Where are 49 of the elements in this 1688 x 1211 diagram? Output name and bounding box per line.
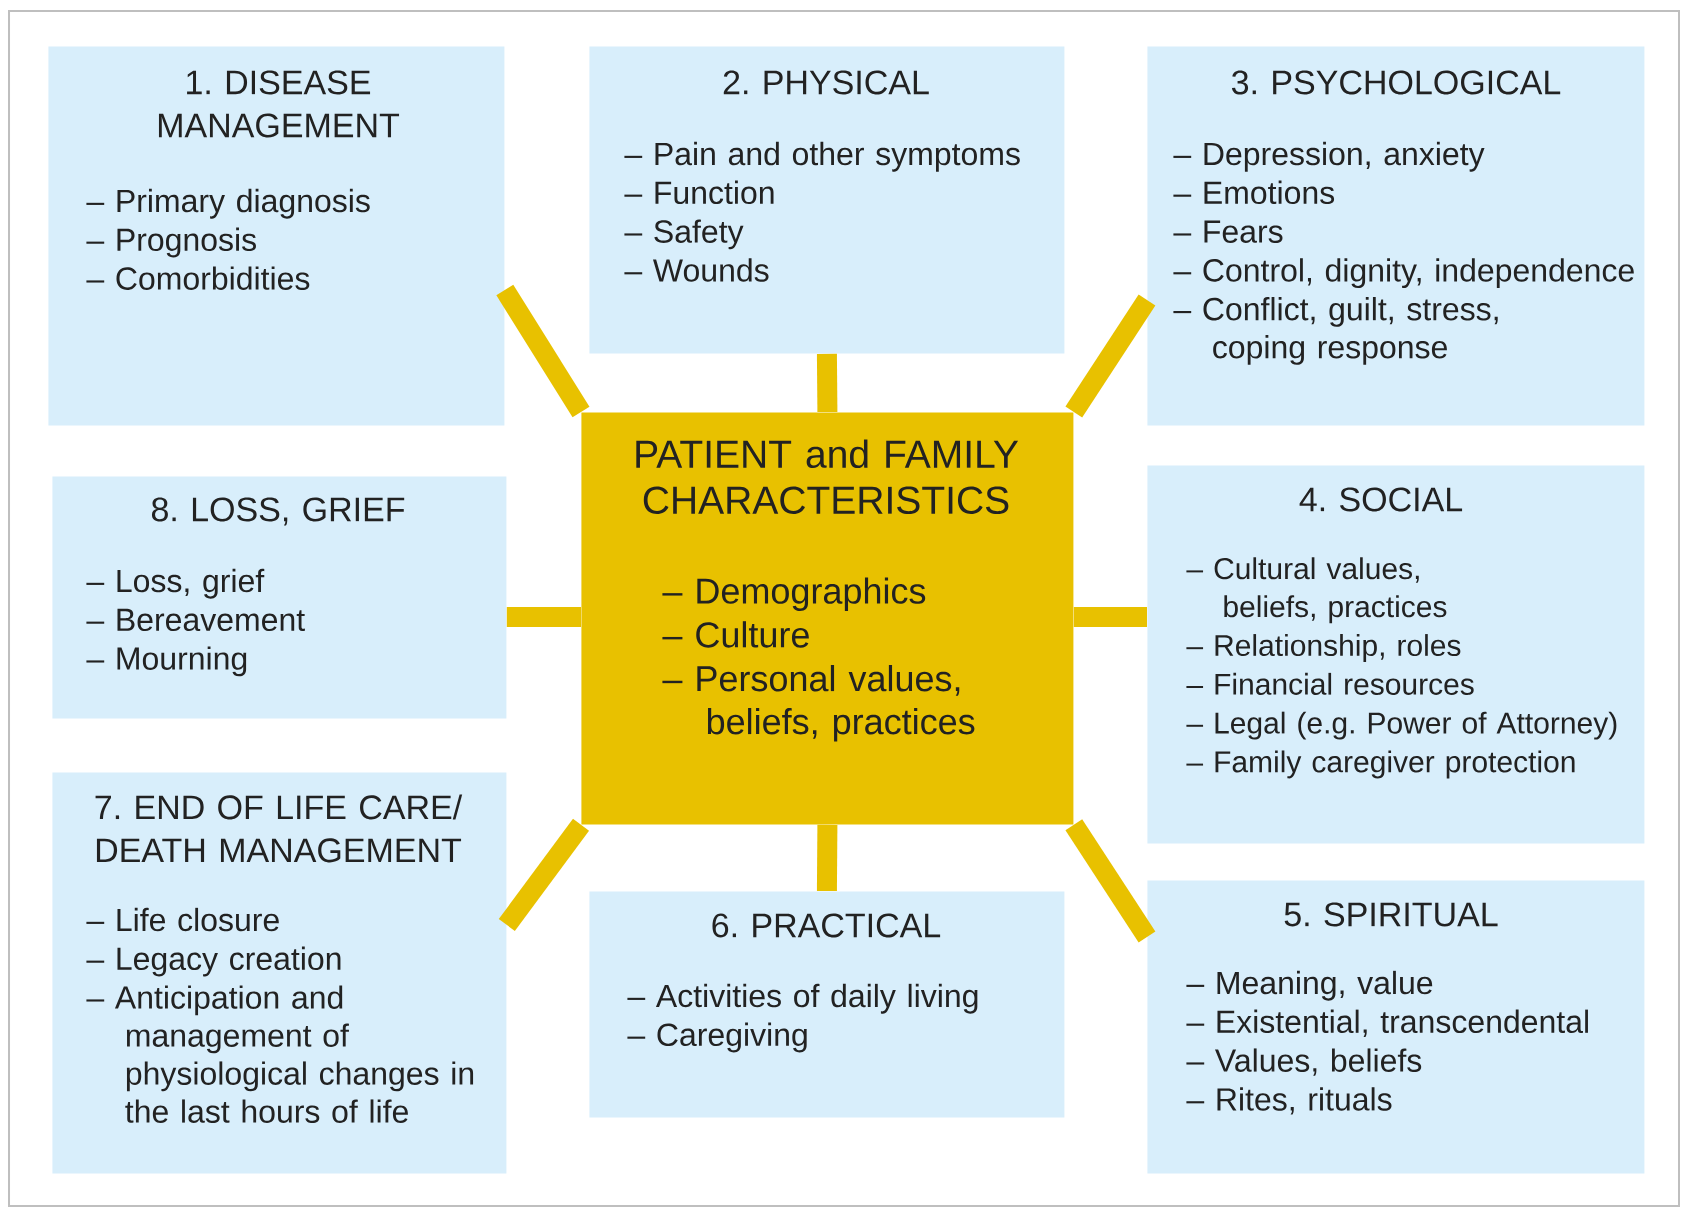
connector-bar — [498, 818, 590, 931]
bullet-item: – Bereavement — [86, 608, 305, 632]
bullet-item: – Control, dignity, independence — [1173, 258, 1634, 289]
box-heading: 2. PHYSICAL — [723, 70, 929, 95]
bullet-item: – Legal (e.g. Power of Attorney) — [1186, 711, 1617, 740]
bullet-item: – Loss, grief — [86, 568, 265, 599]
bullet-item: – Family caregiver protection — [1186, 750, 1575, 779]
bullet-item: – Cultural values, beliefs, practices — [1186, 557, 1447, 624]
bullet-item: – Depression, anxiety — [1173, 141, 1485, 172]
box-heading: 7. END OF LIFE CARE/ DEATH MANAGEMENT — [95, 794, 463, 863]
bullet-item: – Rites, rituals — [1186, 1087, 1392, 1115]
bullet-item: – Activities of daily living — [627, 983, 978, 1014]
box-heading: 8. LOSS, GRIEF — [151, 497, 405, 526]
bullet-item: – Safety — [624, 219, 744, 250]
box-heading: 3. PSYCHOLOGICAL — [1231, 70, 1561, 95]
bullet-item: – Prognosis — [86, 227, 256, 258]
bullet-item: – Legacy creation — [86, 946, 341, 977]
bullet-item: – Emotions — [1173, 180, 1335, 205]
bullet-item: – Personal values, beliefs, practices — [662, 665, 975, 742]
bullet-item: – Anticipation and management of physiological changes in the last hours of life — [86, 985, 474, 1123]
bullet-item: – Primary diagnosis — [86, 188, 370, 219]
bullet-item: – Existential, transcendental — [1186, 1009, 1588, 1037]
bullet-item: – Values, beliefs — [1186, 1048, 1422, 1076]
bullet-item: – Conflict, guilt, stress, coping response — [1173, 297, 1498, 365]
connector-bar — [1065, 819, 1156, 943]
connector-bar — [1073, 607, 1147, 627]
bullet-item: – Relationship, roles — [1186, 634, 1461, 662]
bullet-item: – Meaning, value — [1186, 970, 1433, 1001]
connector-bar — [496, 284, 590, 418]
box-heading: 1. DISEASE MANAGEMENT — [158, 70, 400, 138]
bullet-item: – Function — [624, 180, 774, 205]
bullet-item: – Caregiving — [627, 1022, 807, 1053]
bullet-item: – Financial resources — [1186, 672, 1474, 695]
bullet-item: – Comorbidities — [86, 266, 310, 290]
bullet-item: – Pain and other symptoms — [624, 141, 1020, 172]
connector-bar — [506, 607, 581, 627]
box-heading: 6. PRACTICAL — [712, 913, 941, 938]
connector-bar — [816, 824, 838, 892]
box-heading: PATIENT and FAMILY CHARACTERISTICS — [636, 439, 1019, 515]
bullet-item: – Wounds — [624, 258, 769, 282]
bullet-item: – Demographics — [662, 577, 926, 611]
bullet-item: – Mourning — [86, 646, 247, 677]
bullet-item: – Fears — [1173, 220, 1283, 243]
bullet-item: – Life closure — [86, 907, 279, 932]
box-heading: 5. SPIRITUAL — [1284, 902, 1498, 927]
bullet-item: – Culture — [662, 621, 809, 648]
box-heading: 4. SOCIAL — [1299, 487, 1463, 512]
connector-bar — [1065, 294, 1156, 418]
connector-bar — [816, 353, 838, 413]
